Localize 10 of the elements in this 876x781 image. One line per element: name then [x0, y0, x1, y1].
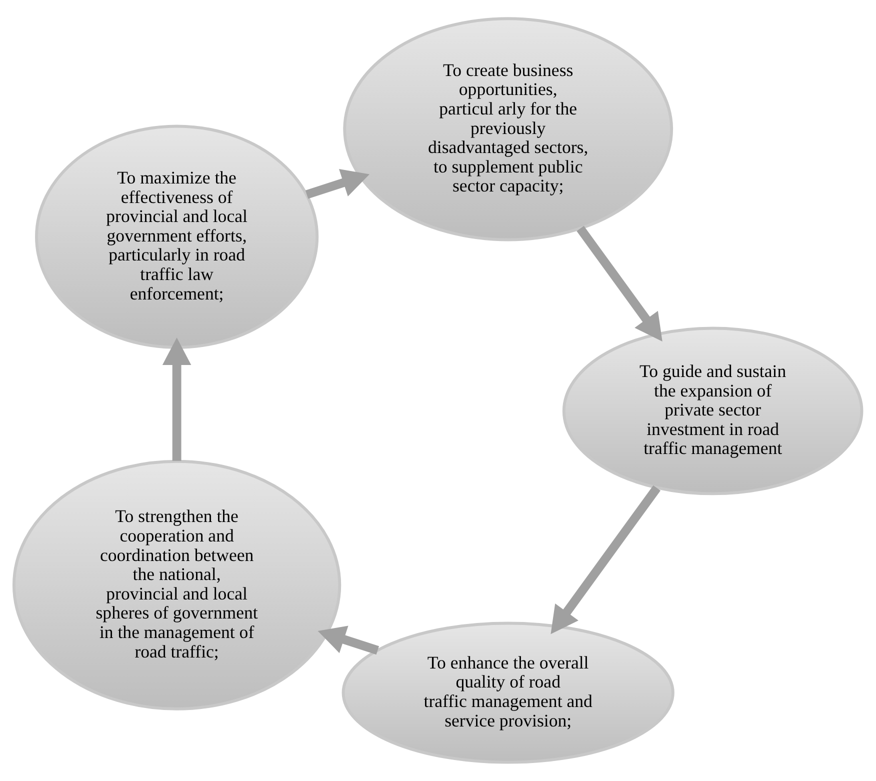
node-ellipse: To enhance the overall quality of road traffic management and service provision; [342, 622, 674, 764]
arrow [576, 226, 662, 342]
arrow [305, 168, 370, 199]
node-ellipse: To maximize the effectiveness of provincial and local government efforts, particularly in road traffic law enforcement; [35, 124, 319, 349]
arrow [162, 338, 192, 461]
arrow [318, 626, 380, 655]
arrow [550, 485, 660, 634]
node-ellipse: To guide and sustain the expansion of private sector investment in road traffic management [562, 326, 864, 496]
node-ellipse: To strengthen the cooperation and coordination between the national, provincial and local spheres of government in the management of road traffic; [12, 460, 342, 710]
node-ellipse: To create business opportunities, particul arly for the previously disadvantaged sectors, to supplement public sector capacity; [343, 17, 674, 242]
